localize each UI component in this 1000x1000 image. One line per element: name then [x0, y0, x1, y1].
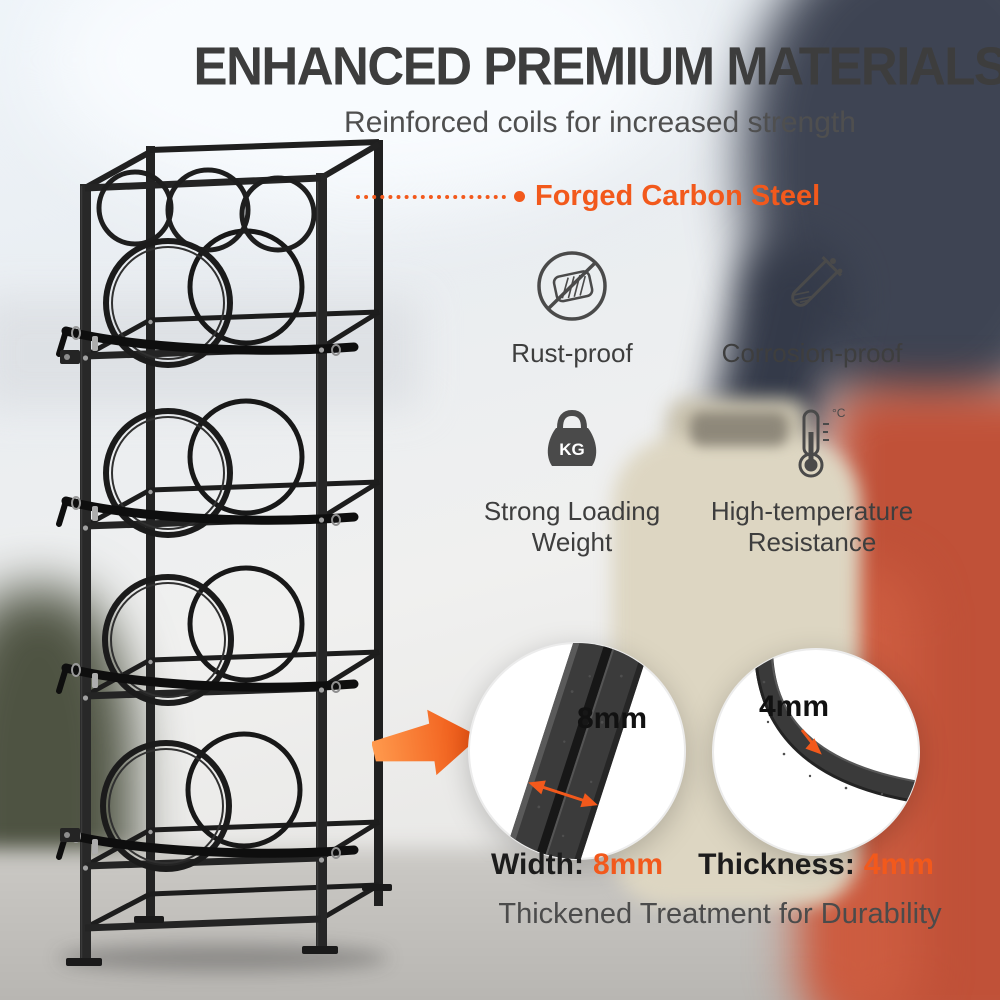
thermometer-icon: °C [798, 406, 846, 478]
zoom-detail-thickness: 4mm [712, 648, 920, 856]
feature-high-temperature: °C High-temperature Resistance [692, 402, 932, 559]
caption-width-label: Width: [490, 848, 584, 881]
feature-strong-loading-weight: KG Strong Loading Weight [452, 402, 692, 559]
callout-forged-carbon-steel: Forged Carbon Steel [356, 180, 820, 213]
feature-corrosion-proof: Corrosion-proof [692, 244, 932, 370]
header: ENHANCED PREMIUM MATERIALS Reinforced co… [190, 38, 1000, 140]
feature-label: High-temperature Resistance [710, 495, 914, 558]
callout-dot [514, 191, 525, 202]
celsius-label: °C [832, 406, 846, 420]
features-grid: Rust-proof Corrosion-proof KG [452, 244, 932, 559]
callout-label: Forged Carbon Steel [535, 180, 821, 212]
page-subtitle: Reinforced coils for increased strength [344, 105, 856, 139]
zoom-arrow-icon [372, 709, 480, 776]
measure-label-thickness: 4mm [759, 690, 829, 723]
corrosion-proof-icon [791, 255, 843, 307]
feature-label: Strong Loading Weight [483, 495, 661, 558]
kg-label: KG [559, 440, 585, 459]
caption-thickness: Thickness:4mm [686, 848, 946, 882]
tank-handle-blur [690, 412, 788, 446]
feature-label: Rust-proof [511, 338, 633, 368]
page-title: ENHANCED PREMIUM MATERIALS [193, 35, 1000, 97]
feature-rust-proof: Rust-proof [452, 244, 692, 370]
steel-bar-cross-section: 8mm [490, 643, 661, 859]
cylinder-rack-photo [56, 139, 392, 966]
rust-proof-icon [537, 251, 607, 321]
callout-dotted-line [356, 194, 506, 199]
caption-thickness-value: 4mm [863, 848, 934, 881]
measure-label-width: 8mm [577, 702, 647, 735]
caption-width: Width:8mm [452, 848, 702, 882]
zoom-detail-width: 8mm [468, 642, 686, 860]
kg-weight-icon: KG [547, 409, 597, 466]
caption-width-value: 8mm [592, 848, 664, 881]
caption-thickness-label: Thickness: [698, 848, 855, 881]
durability-note: Thickened Treatment for Durability [498, 898, 942, 930]
feature-label: Corrosion-proof [721, 338, 903, 368]
